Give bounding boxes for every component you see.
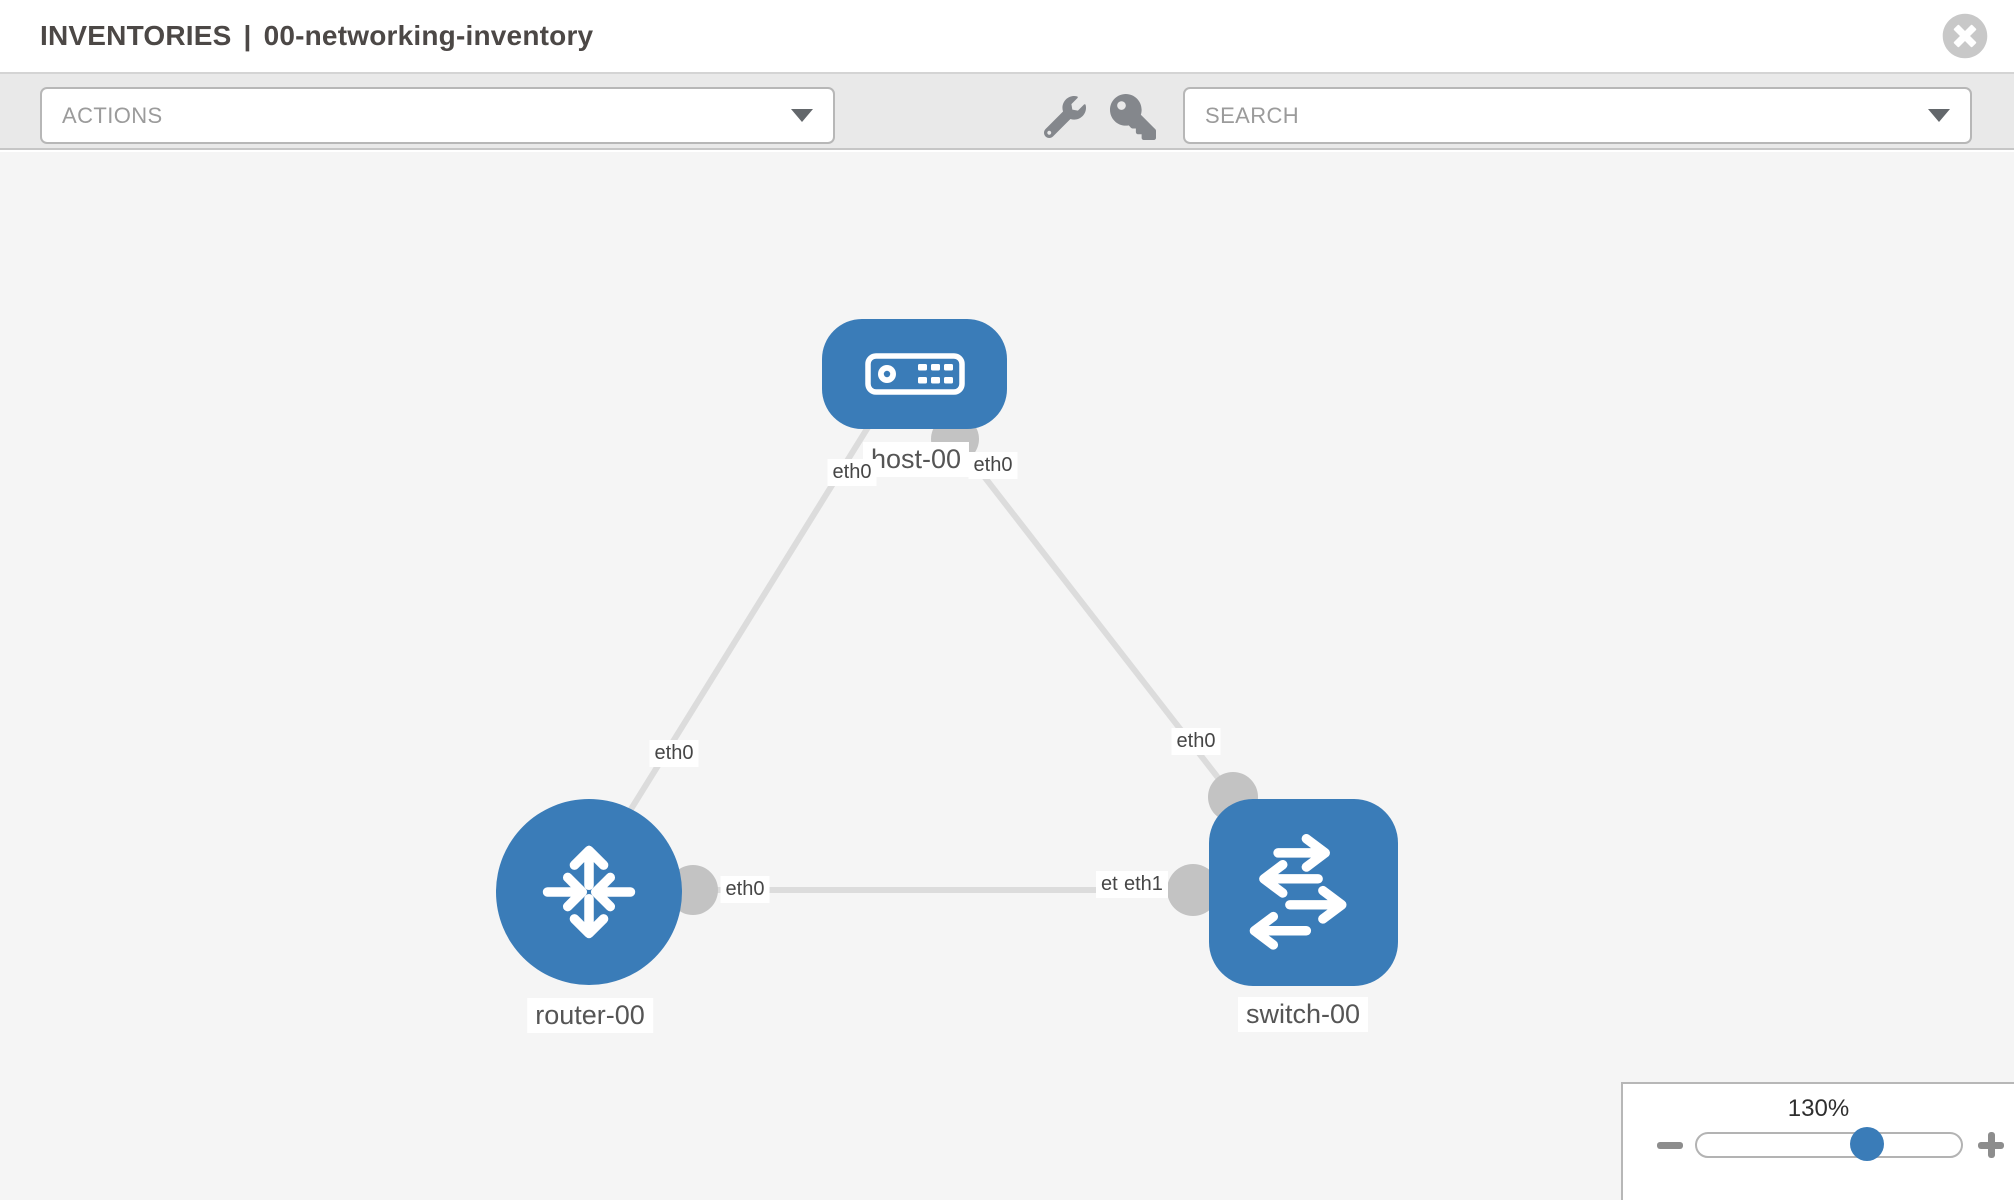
chevron-down-icon — [1928, 109, 1950, 122]
interface-label-router-eth0-right: eth0 — [720, 876, 770, 903]
zoom-slider — [1623, 1127, 2014, 1161]
close-button[interactable] — [1942, 13, 1988, 59]
router-arrows-icon — [542, 845, 636, 939]
header: INVENTORIES | 00-networking-inventory — [0, 0, 2014, 72]
interface-label-host-eth0-left: eth0 — [827, 459, 877, 486]
zoom-out-button[interactable] — [1657, 1141, 1683, 1149]
switch-arrows-icon — [1249, 833, 1346, 950]
breadcrumb-separator: | — [243, 20, 252, 51]
search-placeholder: SEARCH — [1205, 102, 1300, 128]
credentials-button[interactable] — [1108, 92, 1158, 142]
page-title: INVENTORIES | 00-networking-inventory — [40, 0, 593, 72]
node-label-router: router-00 — [527, 998, 653, 1033]
inventory-name: 00-networking-inventory — [263, 20, 594, 51]
zoom-level: 130% — [1787, 1095, 1850, 1122]
times-circle-icon — [1942, 13, 1988, 59]
toolbar: ACTIONS SEARCH — [0, 72, 2014, 150]
zoom-slider-thumb[interactable] — [1850, 1127, 1885, 1161]
node-switch-00[interactable] — [1209, 799, 1398, 986]
zoom-slider-track[interactable] — [1695, 1127, 1963, 1161]
zoom-panel: 130% — [1621, 1082, 2014, 1200]
key-icon — [1110, 94, 1156, 140]
actions-dropdown[interactable]: ACTIONS — [40, 87, 835, 144]
interface-label-switch-eth0-top: eth0 — [1171, 728, 1221, 755]
node-label-host: host-00 — [862, 442, 970, 477]
wrench-icon — [1044, 96, 1086, 138]
node-router-00[interactable] — [496, 799, 682, 985]
zoom-in-button[interactable] — [1978, 1132, 2004, 1158]
node-label-switch: switch-00 — [1237, 997, 1369, 1032]
configure-tools-button[interactable] — [1040, 92, 1090, 142]
topology-canvas[interactable]: host-00 router-00 switch-00 eth0 eth0 et… — [0, 152, 2014, 1200]
breadcrumb: INVENTORIES — [40, 20, 232, 51]
interface-label-switch-eth1: eth1 — [1119, 871, 1168, 898]
interface-label-router-eth0-top: eth0 — [649, 740, 699, 767]
search-dropdown[interactable]: SEARCH — [1183, 87, 1972, 144]
connector-switch-left — [1167, 864, 1219, 916]
links-layer — [625, 415, 1258, 916]
actions-dropdown-label: ACTIONS — [62, 102, 163, 128]
host-server-icon — [864, 353, 965, 395]
node-host-00[interactable] — [822, 319, 1007, 429]
interface-label-host-eth0-right: eth0 — [968, 452, 1018, 479]
chevron-down-icon — [791, 109, 813, 122]
